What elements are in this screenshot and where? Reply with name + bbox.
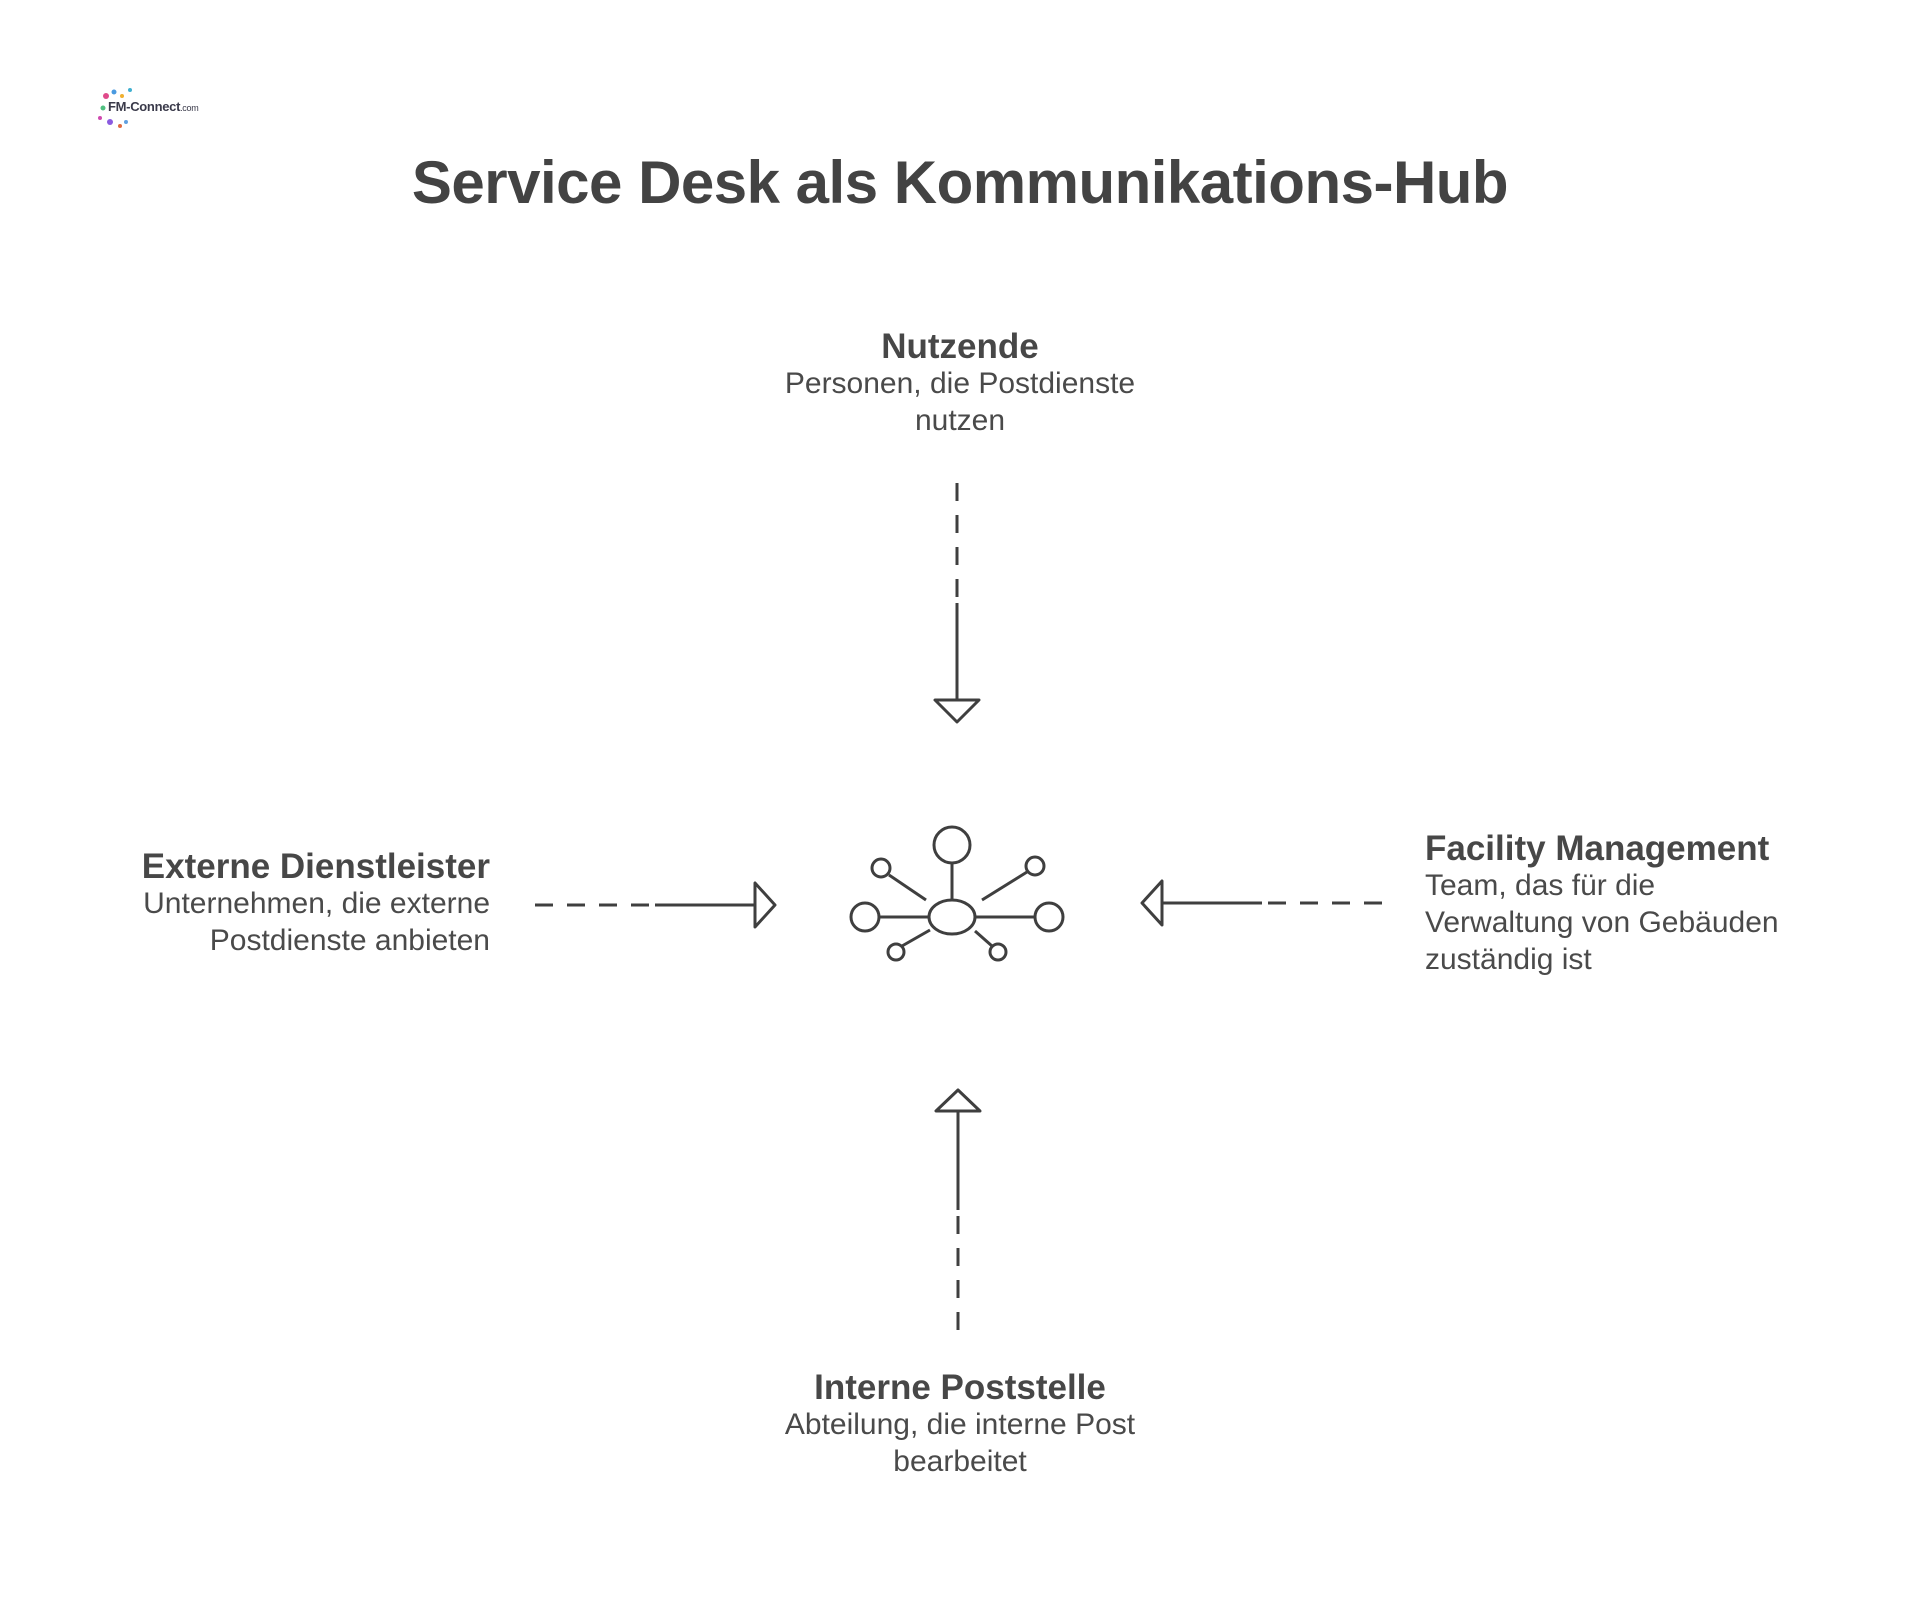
node-externe-desc-1: Unternehmen, die externe xyxy=(143,887,490,920)
node-facility-desc-1: Team, das für die xyxy=(1425,869,1656,902)
node-interne-desc-2: bearbeitet xyxy=(893,1445,1027,1478)
arrow-left-to-hub xyxy=(535,881,777,929)
node-nutzende-title: Nutzende xyxy=(881,327,1039,366)
node-nutzende-desc-2: nutzen xyxy=(914,404,1006,437)
node-facility-desc-2: Verwaltung von Gebäuden xyxy=(1425,906,1779,939)
node-externe-dienstleister: Externe Dienstleister Unternehmen, die e… xyxy=(40,848,490,959)
node-externe-desc-2: Postdienste anbieten xyxy=(209,924,490,957)
page-title: Service Desk als Kommunikations-Hub xyxy=(411,149,1509,216)
node-facility-desc-3: zuständig ist xyxy=(1425,943,1592,976)
logo-mark-icon xyxy=(98,88,132,128)
node-nutzende: Nutzende Personen, die Postdienste nutze… xyxy=(710,328,1210,439)
node-interne-desc-1: Abteilung, die interne Post xyxy=(784,1408,1136,1441)
node-externe-title: Externe Dienstleister xyxy=(141,847,490,886)
logo: FM-Connect.com xyxy=(96,86,199,136)
network-hub-icon xyxy=(849,825,1065,962)
node-interne-title: Interne Poststelle xyxy=(814,1368,1106,1407)
node-facility-management: Facility Management Team, das für die Ve… xyxy=(1425,830,1885,978)
arrow-right-to-hub xyxy=(1140,879,1382,927)
node-nutzende-desc-1: Personen, die Postdienste xyxy=(784,367,1136,400)
logo-text: FM-Connect.com xyxy=(108,99,199,114)
node-facility-title: Facility Management xyxy=(1425,829,1770,868)
arrow-top-to-hub xyxy=(933,483,981,724)
node-interne-poststelle: Interne Poststelle Abteilung, die intern… xyxy=(700,1369,1220,1480)
arrow-bottom-to-hub xyxy=(934,1088,982,1330)
